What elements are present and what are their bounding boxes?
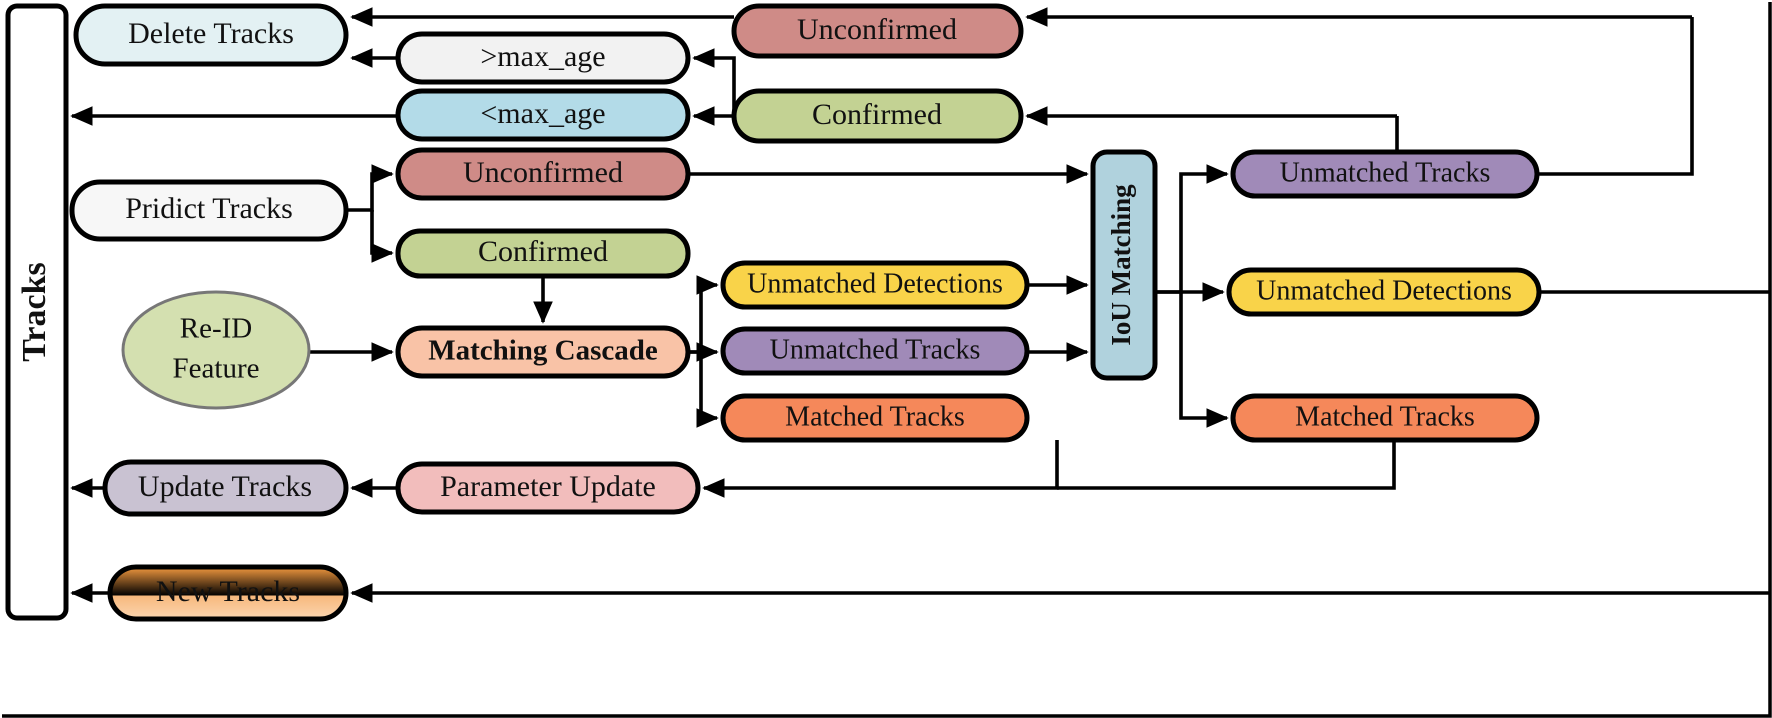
node-delete-tracks[interactable]: Delete Tracks: [73, 3, 349, 67]
tracks-spine: Tracks: [5, 3, 69, 621]
node-label-delete-tracks: Delete Tracks: [128, 17, 294, 50]
node-label-unmatched-detections-mid: Unmatched Detections: [747, 268, 1003, 299]
node-new-tracks[interactable]: New Tracks: [107, 564, 349, 622]
node-gt-max-age[interactable]: >max_age: [395, 31, 691, 85]
node-matched-tracks-mid[interactable]: Matched Tracks: [720, 393, 1030, 443]
node-confirmed-predict[interactable]: Confirmed: [395, 228, 691, 279]
node-label-unconfirmed-top: Unconfirmed: [797, 13, 957, 46]
edge-matched-tracks-mid-to-parameter-update: [702, 440, 1059, 498]
node-matching-cascade[interactable]: Matching Cascade: [395, 325, 691, 379]
node-label-matched-tracks-mid: Matched Tracks: [785, 401, 965, 432]
edge-predict-tracks-branch-confirmed: [370, 210, 394, 263]
edge-confirmed-top-to-gt-max-age: [692, 48, 736, 116]
node-label-unmatched-detections-right: Unmatched Detections: [1256, 275, 1512, 306]
edges-layer: [70, 7, 1770, 603]
node-label-confirmed-predict: Confirmed: [478, 235, 608, 268]
node-confirmed-top[interactable]: Confirmed: [731, 88, 1024, 144]
node-label-confirmed-top: Confirmed: [812, 98, 942, 131]
node-label-unconfirmed-predict: Unconfirmed: [463, 156, 623, 189]
node-lt-max-age[interactable]: <max_age: [395, 88, 691, 142]
node-label-lt-max-age: <max_age: [480, 97, 605, 130]
node-unconfirmed-top[interactable]: Unconfirmed: [731, 3, 1024, 59]
node-iou-matching[interactable]: IoU Matching: [1090, 149, 1158, 381]
edge-matched-tracks-right-to-parameter-update: [1057, 440, 1396, 490]
tracks-spine-label: Tracks: [16, 262, 53, 361]
node-label-unmatched-tracks-right: Unmatched Tracks: [1280, 157, 1491, 188]
node-label-iou-matching: IoU Matching: [1106, 184, 1136, 346]
node-unmatched-tracks-mid[interactable]: Unmatched Tracks: [720, 326, 1030, 376]
edge-predict-tracks-branch: [346, 164, 394, 212]
edge-iou-to-unmatched-tracks-right: [1155, 164, 1229, 294]
node-label-matching-cascade: Matching Cascade: [428, 335, 658, 367]
node-reid-feature[interactable]: Re-ID Feature: [121, 290, 311, 410]
node-label-new-tracks: New Tracks: [156, 575, 300, 608]
node-label-matched-tracks-right: Matched Tracks: [1295, 401, 1475, 432]
edge-cascade-to-unmatched-detections: [688, 275, 719, 354]
edge-cascade-to-matched-tracks: [696, 352, 719, 428]
edge-unmatched-tracks-right-loop-up: [1537, 17, 1694, 176]
node-parameter-update[interactable]: Parameter Update: [395, 461, 701, 515]
node-label-reid-feature-line2: Feature: [173, 353, 260, 385]
node-label-gt-max-age: >max_age: [480, 40, 605, 73]
node-label-update-tracks: Update Tracks: [138, 470, 312, 503]
node-label-unmatched-tracks-mid: Unmatched Tracks: [770, 334, 981, 365]
node-update-tracks[interactable]: Update Tracks: [102, 459, 349, 517]
node-unconfirmed-predict[interactable]: Unconfirmed: [395, 147, 691, 201]
node-unmatched-detections-mid[interactable]: Unmatched Detections: [720, 260, 1030, 310]
edge-iou-to-matched-tracks-right: [1179, 292, 1229, 428]
node-label-predict-tracks: Pridict Tracks: [125, 192, 293, 225]
node-matched-tracks-right[interactable]: Matched Tracks: [1230, 393, 1540, 443]
node-label-parameter-update: Parameter Update: [440, 470, 656, 503]
node-unmatched-tracks-right[interactable]: Unmatched Tracks: [1230, 149, 1540, 199]
node-label-reid-feature-line1: Re-ID: [180, 313, 252, 345]
node-predict-tracks[interactable]: Pridict Tracks: [69, 179, 349, 242]
node-unmatched-detections-right[interactable]: Unmatched Detections: [1226, 267, 1542, 317]
